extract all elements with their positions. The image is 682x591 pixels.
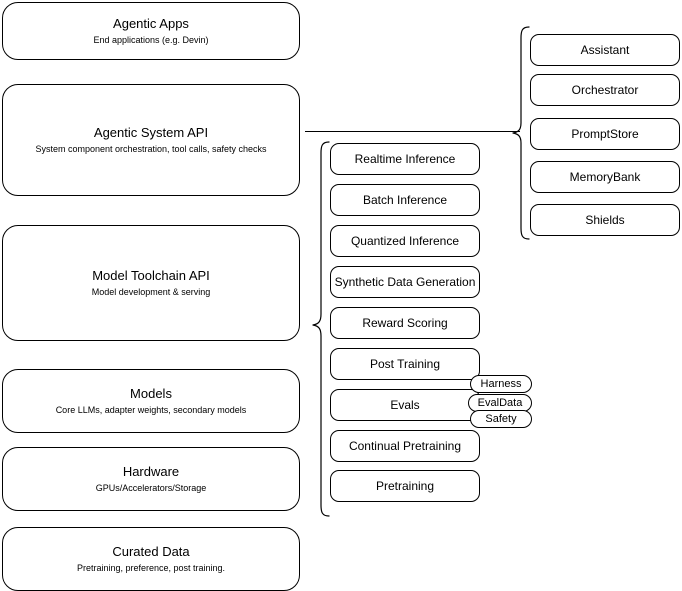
- layer-box-agentic-apps[interactable]: Agentic Apps End applications (e.g. Devi…: [2, 2, 300, 60]
- component-label: Realtime Inference: [354, 152, 456, 166]
- layer-subtitle: GPUs/Accelerators/Storage: [95, 483, 207, 493]
- layer-title: Model Toolchain API: [92, 268, 210, 283]
- layer-box-agentic-system-api[interactable]: Agentic System API System component orch…: [2, 84, 300, 196]
- brace-system-components: [512, 25, 530, 241]
- component-label: Pretraining: [375, 479, 435, 493]
- layer-subtitle: Core LLMs, adapter weights, secondary mo…: [55, 405, 247, 415]
- layer-title: Curated Data: [112, 544, 190, 559]
- layer-subtitle: Model development & serving: [91, 287, 211, 297]
- layer-title: Agentic System API: [93, 125, 209, 140]
- connector-system-api-to-components: [305, 131, 520, 132]
- component-label: Quantized Inference: [350, 234, 460, 248]
- component-realtime-inference[interactable]: Realtime Inference: [330, 143, 480, 175]
- eval-badge-harness[interactable]: Harness: [470, 375, 532, 393]
- brace-toolchain: [312, 140, 330, 518]
- component-label: Post Training: [369, 357, 441, 371]
- layer-box-curated-data[interactable]: Curated Data Pretraining, preference, po…: [2, 527, 300, 591]
- component-label: PromptStore: [571, 127, 639, 141]
- component-promptstore[interactable]: PromptStore: [530, 118, 680, 150]
- layer-box-hardware[interactable]: Hardware GPUs/Accelerators/Storage: [2, 447, 300, 511]
- component-assistant[interactable]: Assistant: [530, 34, 680, 66]
- component-shields[interactable]: Shields: [530, 204, 680, 236]
- component-label: Orchestrator: [571, 83, 639, 97]
- component-continual-pretraining[interactable]: Continual Pretraining: [330, 430, 480, 462]
- eval-badge-safety[interactable]: Safety: [470, 410, 532, 428]
- component-label: Batch Inference: [362, 193, 448, 207]
- component-orchestrator[interactable]: Orchestrator: [530, 74, 680, 106]
- layer-box-models[interactable]: Models Core LLMs, adapter weights, secon…: [2, 369, 300, 433]
- component-label: Shields: [585, 213, 625, 227]
- layer-subtitle: End applications (e.g. Devin): [93, 35, 209, 45]
- layer-title: Hardware: [122, 464, 180, 479]
- layer-subtitle: Pretraining, preference, post training.: [76, 563, 226, 573]
- component-post-training[interactable]: Post Training: [330, 348, 480, 380]
- component-label: Continual Pretraining: [348, 439, 462, 453]
- component-label: Assistant: [580, 43, 630, 57]
- component-quantized-inference[interactable]: Quantized Inference: [330, 225, 480, 257]
- eval-badge-label: Safety: [485, 413, 517, 425]
- component-evals[interactable]: Evals: [330, 389, 480, 421]
- component-label: MemoryBank: [569, 170, 641, 184]
- component-reward-scoring[interactable]: Reward Scoring: [330, 307, 480, 339]
- layer-title: Models: [130, 386, 172, 401]
- component-label: Evals: [390, 398, 420, 412]
- component-memorybank[interactable]: MemoryBank: [530, 161, 680, 193]
- layer-subtitle: System component orchestration, tool cal…: [35, 144, 267, 154]
- eval-badge-label: Harness: [480, 378, 522, 390]
- eval-badge-label: EvalData: [477, 397, 523, 409]
- layer-title: Agentic Apps: [113, 16, 189, 31]
- component-pretraining[interactable]: Pretraining: [330, 470, 480, 502]
- component-label: Reward Scoring: [362, 316, 448, 330]
- component-synthetic-data-generation[interactable]: Synthetic Data Generation: [330, 266, 480, 298]
- component-label: Synthetic Data Generation: [334, 275, 476, 289]
- component-batch-inference[interactable]: Batch Inference: [330, 184, 480, 216]
- layer-box-model-toolchain-api[interactable]: Model Toolchain API Model development & …: [2, 225, 300, 341]
